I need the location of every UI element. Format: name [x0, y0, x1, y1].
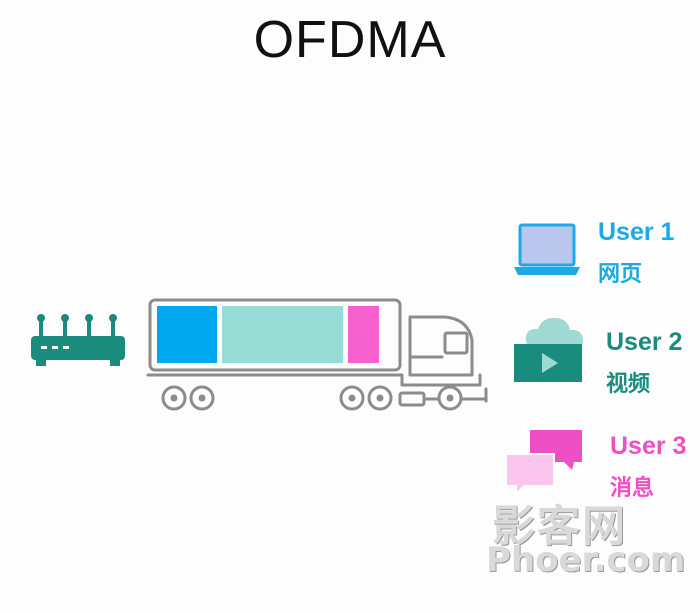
router-icon [31, 314, 125, 366]
cargo-block-user2 [222, 306, 343, 363]
cargo-block-user3 [348, 306, 379, 363]
user1-label: User 1 [598, 218, 675, 246]
cab-window [443, 331, 469, 355]
cargo-block-user1 [157, 306, 217, 363]
watermark-cn: 影客网 [492, 502, 627, 552]
chat-bubbles-icon [505, 430, 582, 497]
cab-outline [408, 315, 474, 377]
video-cloud-icon [514, 317, 584, 382]
watermark-url: Phoer.com [486, 540, 686, 580]
user2-label: User 2 [606, 328, 683, 356]
user3-sublabel: 消息 [610, 476, 655, 501]
user1-sublabel: 网页 [598, 262, 643, 287]
diagram-title: OFDMA [253, 11, 447, 69]
laptop-icon [514, 223, 580, 275]
truck-icon [146, 298, 488, 411]
user2-sublabel: 视频 [606, 372, 651, 397]
trailer-outline [148, 298, 402, 372]
user3-label: User 3 [610, 432, 687, 460]
